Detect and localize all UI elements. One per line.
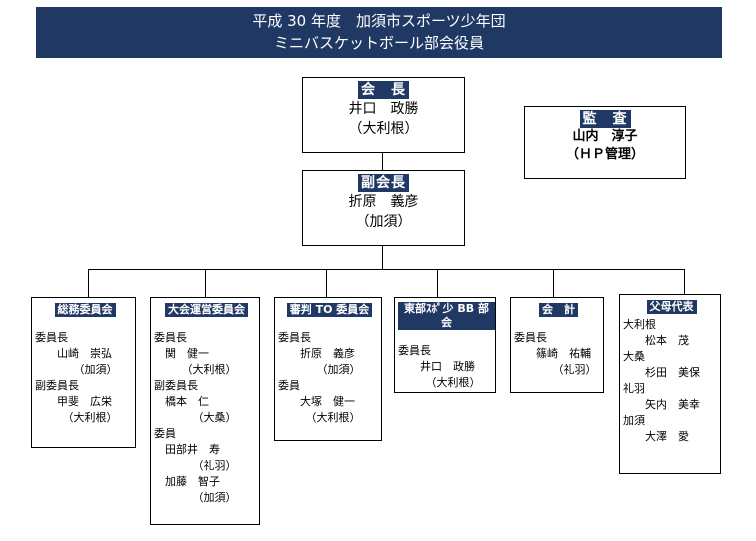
president-name: 井口 政勝 xyxy=(348,101,419,117)
committee-title: 審判 TO 委員会 xyxy=(286,303,373,317)
vice-president-role: 副会長 xyxy=(358,174,409,192)
committee-line: 委員長 xyxy=(398,344,431,357)
title-line-1: 平成 30 年度 加須市スポーツ少年団 xyxy=(252,12,506,30)
auditor-role: 監 査 xyxy=(579,110,631,128)
president-box: 会 長 井口 政勝 （大利根） xyxy=(302,77,465,153)
committee-line: 甲斐 広栄 xyxy=(35,395,112,408)
title-line-2: ミニバスケットボール部会役員 xyxy=(273,34,484,52)
president-role: 会 長 xyxy=(358,81,409,99)
committee-line: （大利根） xyxy=(154,363,237,376)
committee-line: （礼羽） xyxy=(514,363,597,376)
auditor-box: 監 査 山内 淳子 （ＨＰ管理） xyxy=(524,106,686,179)
connector-drop-3 xyxy=(326,269,327,297)
auditor-name: 山内 淳子 xyxy=(572,129,638,144)
committee-box-general-affairs: 総務委員会 委員長 山崎 崇弘 （加須） 副委員長 甲斐 広栄 （大利根） xyxy=(31,297,136,448)
committee-line: 委員長 xyxy=(278,331,311,344)
committee-line: 委員長 xyxy=(35,331,68,344)
connector-vp-bus xyxy=(382,246,383,269)
committee-line: 委員 xyxy=(278,379,300,392)
committee-line: 大利根 xyxy=(623,318,656,331)
vice-president-club: （加須） xyxy=(355,214,412,230)
committee-line: 大桑 xyxy=(623,350,645,363)
committee-line: 山崎 崇弘 xyxy=(35,347,112,360)
committee-line: 副委員長 xyxy=(35,379,79,392)
committee-title: 大会運営委員会 xyxy=(165,303,248,317)
committee-line: 杉田 美保 xyxy=(623,366,700,379)
committee-title: 総務委員会 xyxy=(54,303,116,317)
committee-line: 篠崎 祐輔 xyxy=(514,347,591,360)
connector-drop-2 xyxy=(205,269,206,297)
committee-box-referee: 審判 TO 委員会 委員長 折原 義彦 （加須） 委員 大塚 健一 （大利根） xyxy=(274,297,382,441)
committee-line: 礼羽 xyxy=(623,382,645,395)
title-banner: 平成 30 年度 加須市スポーツ少年団 ミニバスケットボール部会役員 xyxy=(36,7,722,58)
connector-bus xyxy=(88,269,684,270)
committee-box-parents: 父母代表 大利根 松本 茂 大桑 杉田 美保 礼羽 矢内 美幸 加須 大澤 愛 xyxy=(619,294,721,474)
committee-line: （大利根） xyxy=(35,411,118,424)
committee-box-tournament: 大会運営委員会 委員長 関 健一 （大利根） 副委員長 橋本 仁 （大桑） 委員… xyxy=(150,297,260,525)
committee-line: （大利根） xyxy=(278,411,361,424)
committee-line: （礼羽） xyxy=(154,459,237,472)
committee-title: 会 計 xyxy=(539,303,578,317)
committee-line: 矢内 美幸 xyxy=(623,398,700,411)
committee-line: 橋本 仁 xyxy=(154,395,209,408)
committee-line: （加須） xyxy=(35,363,118,376)
connector-drop-6 xyxy=(684,269,685,294)
committee-line: 委員長 xyxy=(514,331,547,344)
committee-line: 委員 xyxy=(154,427,176,440)
committee-box-accounting: 会 計 委員長 篠崎 祐輔 （礼羽） xyxy=(510,297,604,393)
committee-line: 大澤 愛 xyxy=(623,430,689,443)
committee-line: （大桑） xyxy=(154,411,237,424)
connector-president-vp xyxy=(382,153,383,170)
committee-title: 東部ｽﾎﾟ少 BB 部会 xyxy=(398,302,495,330)
committee-line: 加須 xyxy=(623,414,645,427)
committee-line: 大塚 健一 xyxy=(278,395,355,408)
connector-drop-4 xyxy=(437,269,438,297)
committee-line: 松本 茂 xyxy=(623,334,689,347)
committee-line: 副委員長 xyxy=(154,379,198,392)
committee-line: 関 健一 xyxy=(154,347,209,360)
connector-drop-1 xyxy=(88,269,89,297)
connector-drop-5 xyxy=(553,269,554,297)
vice-president-name: 折原 義彦 xyxy=(348,194,419,210)
committee-line: 加藤 智子 xyxy=(154,475,220,488)
committee-box-eastern-bb: 東部ｽﾎﾟ少 BB 部会 委員長 井口 政勝 （大利根） xyxy=(394,297,496,393)
vice-president-box: 副会長 折原 義彦 （加須） xyxy=(302,170,465,246)
auditor-note: （ＨＰ管理） xyxy=(565,147,644,162)
committee-line: （加須） xyxy=(278,363,361,376)
committee-line: 田部井 寿 xyxy=(154,443,220,456)
committee-line: （大利根） xyxy=(398,376,481,389)
committee-line: 委員長 xyxy=(154,331,187,344)
committee-line: 井口 政勝 xyxy=(398,360,475,373)
committee-line: （加須） xyxy=(154,491,237,504)
committee-line: 折原 義彦 xyxy=(278,347,355,360)
committee-title: 父母代表 xyxy=(646,300,697,314)
president-club: （大利根） xyxy=(348,121,419,137)
